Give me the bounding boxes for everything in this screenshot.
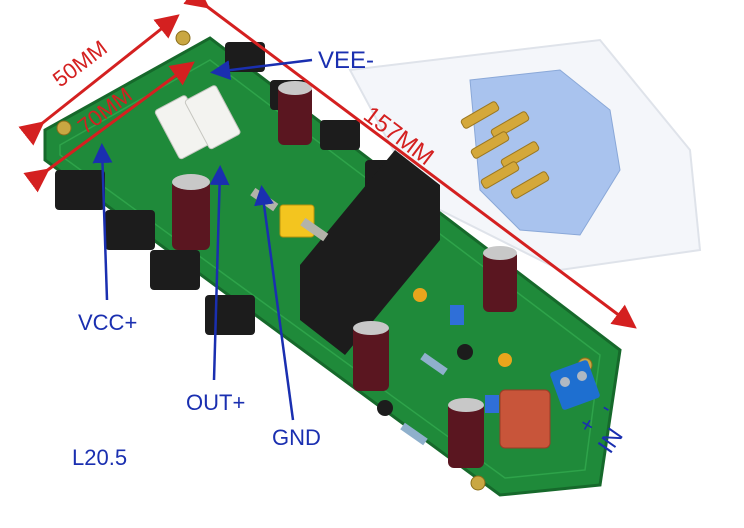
dimension-arrows (18, 0, 637, 329)
label-gnd: GND (272, 425, 321, 450)
label-vee: VEE- (318, 47, 374, 74)
label-vcc: VCC+ (78, 310, 137, 335)
label-pointers (92, 58, 313, 421)
dimension-label-50mm: 50MM (48, 35, 112, 92)
model-label: L20.5 (72, 445, 127, 470)
input-capacitor-red (499, 389, 551, 449)
label-out: OUT+ (186, 390, 245, 415)
input-terminal (550, 360, 600, 410)
